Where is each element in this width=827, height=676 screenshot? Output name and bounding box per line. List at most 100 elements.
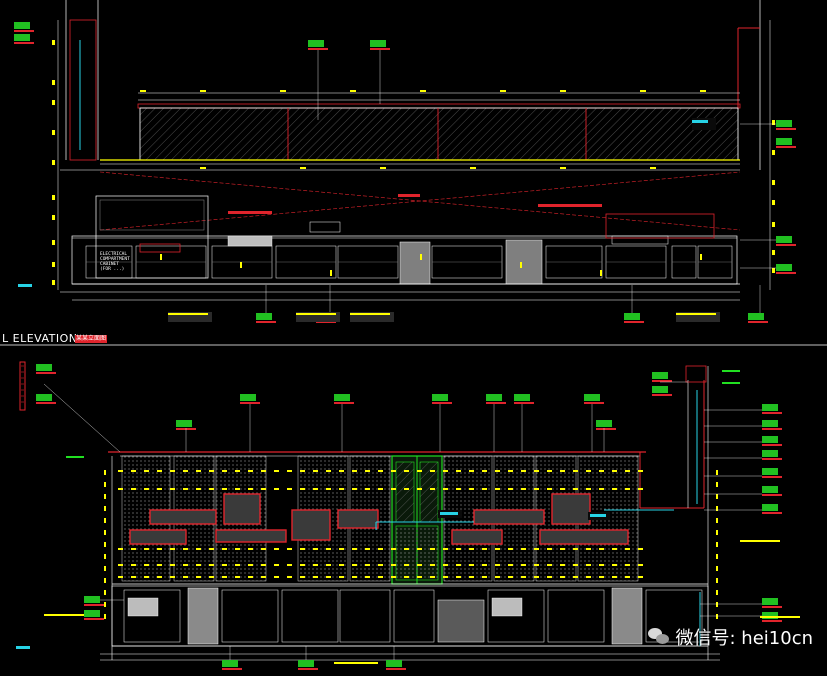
lower-tag-9 [596, 420, 612, 427]
upper-tag-4 [624, 313, 640, 320]
dim-row-4-573 [573, 576, 578, 578]
dim-row-1-599 [599, 488, 604, 490]
dim-row-0-586 [586, 470, 591, 472]
dim-row-2-391 [391, 548, 396, 550]
dim-row-0-183 [183, 470, 188, 472]
dim-text-top-3 [350, 90, 356, 92]
dim-row-4-313 [313, 576, 318, 578]
ceiling-band [137, 103, 741, 109]
dim-text-left-5 [52, 195, 55, 200]
lower-tag-0-sub [36, 372, 56, 374]
dim-row-4-235 [235, 576, 240, 578]
lower-tag-25 [84, 610, 100, 617]
dim-row-4-261 [261, 576, 266, 578]
upper-note-4-bar [676, 313, 716, 315]
dim-row-1-391 [391, 488, 396, 490]
dim-text-right-3 [772, 200, 775, 205]
dim-row-0-209 [209, 470, 214, 472]
dim-row-1-508 [508, 488, 513, 490]
lower-tag-10 [652, 372, 668, 379]
dim-row-0-274 [274, 470, 279, 472]
upper-tag-2-sub [256, 321, 276, 323]
dim-text-cab-1 [240, 262, 242, 268]
lower-tag-13-sub [762, 428, 782, 430]
upper-tag-6 [776, 120, 792, 127]
dim-row-1-560 [560, 488, 565, 490]
dim-right-lower-590 [716, 590, 718, 595]
upper-note-1 [168, 312, 212, 322]
dim-row-3-599 [599, 564, 604, 566]
upper-note-1-bar [168, 313, 208, 315]
dim-row-0-157 [157, 470, 162, 472]
lower-tag-12-sub [762, 412, 782, 414]
dim-row-2-170 [170, 548, 175, 550]
dim-text-right-6 [772, 268, 775, 273]
dim-row-1-248 [248, 488, 253, 490]
niche-8 [451, 529, 503, 545]
dim-row-4-196 [196, 576, 201, 578]
dim-row-0-508 [508, 470, 513, 472]
dim-row-3-131 [131, 564, 136, 566]
dim-row-4-170 [170, 576, 175, 578]
appliance-top [309, 221, 341, 233]
dim-text-top-4 [420, 90, 426, 92]
lower-right-top [685, 365, 707, 383]
dim-left-lower-542 [104, 542, 106, 547]
lower-tag-17-sub [762, 494, 782, 496]
dim-row-2-222 [222, 548, 227, 550]
dim-row-0-391 [391, 470, 396, 472]
dim-row-2-586 [586, 548, 591, 550]
dim-row-4-599 [599, 576, 604, 578]
lower-tag-4-sub [334, 402, 354, 404]
dim-row-4-417 [417, 576, 422, 578]
dim-row-2-430 [430, 548, 435, 550]
upper-tag-9 [776, 264, 792, 271]
dim-row-0-300 [300, 470, 305, 472]
lower-tag-1 [36, 394, 52, 401]
upper-cabinet-5 [399, 241, 431, 285]
dim-row-3-209 [209, 564, 214, 566]
dim-left-lower-602 [104, 602, 106, 607]
dim-row-1-170 [170, 488, 175, 490]
dim-text-left-1 [52, 80, 55, 85]
lower-note-left-bar [44, 614, 84, 616]
dim-row-0-560 [560, 470, 565, 472]
dim-row-2-183 [183, 548, 188, 550]
dim-row-0-118 [118, 470, 123, 472]
dim-row-4-560 [560, 576, 565, 578]
dim-row-0-443 [443, 470, 448, 472]
dim-row-3-573 [573, 564, 578, 566]
dim-left-lower-614 [104, 614, 106, 619]
upper-left-column [69, 19, 97, 161]
dim-text-left-8 [52, 262, 55, 267]
dim-row-4-118 [118, 576, 123, 578]
dim-row-0-131 [131, 470, 136, 472]
lower-tag-5-sub [432, 402, 452, 404]
dim-row-3-547 [547, 564, 552, 566]
dim-row-3-248 [248, 564, 253, 566]
dim-text-left-4 [52, 160, 55, 165]
lower-tag-18 [762, 504, 778, 511]
dim-text-cab-2 [330, 270, 332, 276]
lower-tag-24 [84, 596, 100, 603]
dim-row-1-235 [235, 488, 240, 490]
dim-right-lower-530 [716, 530, 718, 535]
dim-row-4-365 [365, 576, 370, 578]
lower-tag-16-sub [762, 476, 782, 478]
niche-0 [149, 509, 217, 525]
bulkhead-hatch [139, 107, 739, 161]
lower-right-level-tag-2 [722, 382, 740, 384]
lower-note-right-bar [740, 540, 780, 542]
lower-tag-23 [386, 660, 402, 667]
dim-row-2-638 [638, 548, 643, 550]
dim-row-2-469 [469, 548, 474, 550]
dim-row-1-209 [209, 488, 214, 490]
dim-row-4-248 [248, 576, 253, 578]
dim-row-1-534 [534, 488, 539, 490]
dim-row-2-534 [534, 548, 539, 550]
dim-row-2-287 [287, 548, 292, 550]
lower-tag-11 [652, 386, 668, 393]
upper-tag-11-sub [14, 42, 34, 44]
dim-row-1-456 [456, 488, 461, 490]
lower-tag-19-sub [762, 606, 782, 608]
